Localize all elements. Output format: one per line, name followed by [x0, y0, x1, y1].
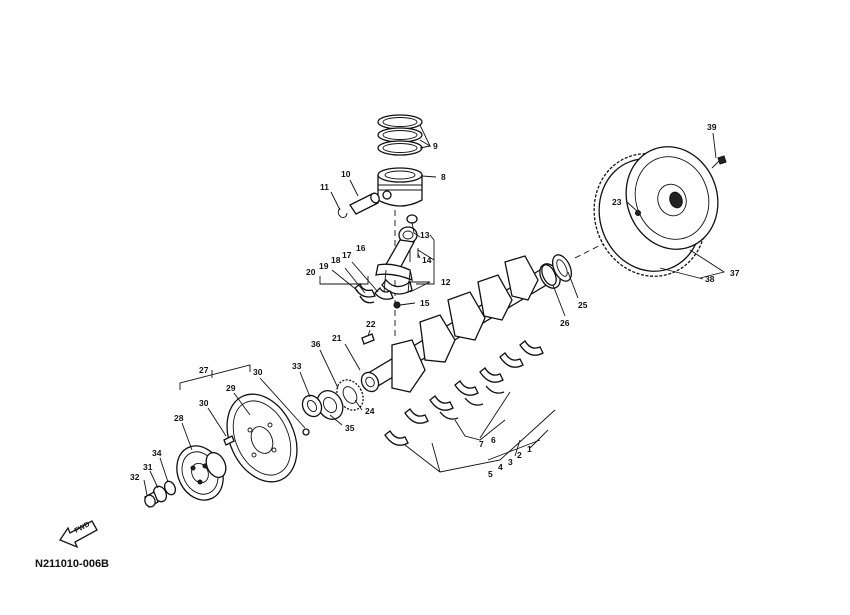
- callout-16: 16: [356, 243, 366, 253]
- callout-14: 14: [422, 255, 432, 265]
- crank-pulley-plate: [226, 393, 298, 483]
- callout-32: 32: [130, 472, 140, 482]
- callout-28: 28: [174, 413, 184, 423]
- rod-bolts: [409, 248, 419, 262]
- callout-39: 39: [707, 122, 717, 132]
- callout-1: 1: [527, 444, 532, 454]
- callout-13: 13: [420, 230, 430, 240]
- callout-20: 20: [306, 267, 316, 277]
- callout-numbers: 9 8 10 11 13 14 12 15 16 17 18 19 20 22 …: [130, 122, 740, 482]
- piston-pin: [349, 192, 380, 215]
- callout-11: 11: [320, 182, 329, 192]
- callout-15: 15: [420, 298, 430, 308]
- callout-8: 8: [441, 172, 446, 182]
- forward-direction-arrow: FWD: [59, 520, 98, 549]
- callout-2: 2: [517, 450, 522, 460]
- damper-pulley: [176, 445, 227, 501]
- callout-29: 29: [226, 383, 236, 393]
- callout-6: 6: [491, 435, 496, 445]
- piston-rings: [377, 114, 423, 156]
- piston-pin-clip: [337, 207, 348, 218]
- rear-oil-seal: [541, 254, 573, 286]
- callout-3: 3: [508, 457, 513, 467]
- callout-35: 35: [345, 423, 355, 433]
- callout-34: 34: [152, 448, 162, 458]
- callout-4: 4: [498, 462, 503, 472]
- callout-38: 38: [705, 274, 715, 284]
- callout-25: 25: [578, 300, 588, 310]
- callout-18: 18: [331, 255, 341, 265]
- callout-31: 31: [143, 462, 153, 472]
- callout-5: 5: [488, 469, 493, 479]
- callout-33: 33: [292, 361, 302, 371]
- small-end-bushing: [406, 214, 418, 224]
- dowel-pins: [223, 428, 310, 446]
- callout-17: 17: [342, 250, 352, 260]
- callout-24: 24: [365, 406, 375, 416]
- callout-36: 36: [311, 339, 321, 349]
- callout-10: 10: [341, 169, 351, 179]
- callout-23: 23: [612, 197, 622, 207]
- front-oil-seal: [301, 394, 323, 418]
- callout-22: 22: [366, 319, 376, 329]
- connecting-rod: [375, 226, 418, 309]
- callout-7: 7: [479, 439, 484, 449]
- leader-lines: [143, 124, 726, 496]
- flywheel: [593, 146, 719, 277]
- main-bearing-shells: [384, 340, 544, 446]
- pulley-bolt: [144, 480, 177, 508]
- callout-30-a: 30: [253, 367, 263, 377]
- piston: [377, 167, 423, 207]
- callout-19: 19: [319, 261, 329, 271]
- callout-9: 9: [433, 141, 438, 151]
- flywheel-bolt: [711, 155, 727, 169]
- callout-27: 27: [199, 365, 209, 375]
- crankshaft: [360, 255, 561, 393]
- callout-12: 12: [441, 277, 451, 287]
- crank-timing-gear: [316, 379, 364, 420]
- callout-26: 26: [560, 318, 570, 328]
- drawing-code: N211010-006B: [35, 558, 109, 570]
- callout-21: 21: [332, 333, 342, 343]
- callout-37: 37: [730, 268, 740, 278]
- callout-30-b: 30: [199, 398, 209, 408]
